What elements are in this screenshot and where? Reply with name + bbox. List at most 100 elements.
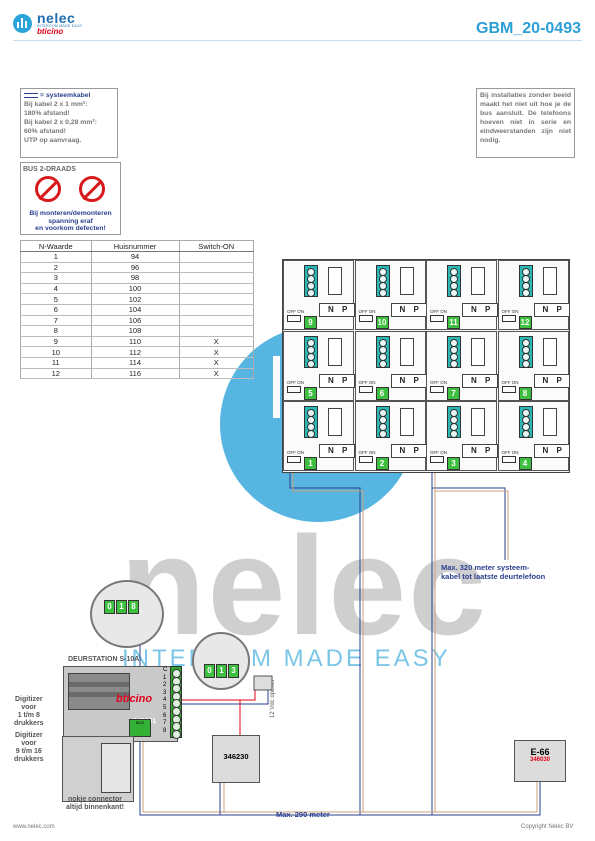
header-divider [13,40,582,41]
n-value-tag: 7 [447,386,460,400]
table-cell: X [178,336,254,348]
table-cell: X [178,368,254,380]
terminal-label: 2 [163,682,167,689]
table-cell [178,304,254,316]
offon-label: OFF ON [501,379,519,385]
table-cell: X [178,357,254,369]
digitizer-module [62,736,134,802]
phone-terminal [304,406,318,438]
offon-label: OFF ON [358,379,376,385]
handset-icon [399,408,414,436]
offon-label: OFF ON [430,379,447,385]
handset-icon [542,267,557,295]
offon-label: OFF ON [287,309,304,314]
watermark-word: nelec [120,507,488,664]
table-cell: 98 [90,272,180,284]
n-value-tag: 12 [518,316,532,329]
handset-icon [542,408,557,436]
n-value-tag: 3 [447,457,460,470]
terminal-label: C [163,667,168,673]
phone-terminal [375,406,390,438]
switch-on [430,315,444,322]
opener-label: 12 Vdc opener [270,679,276,718]
power-supply: E-66 346030 [514,740,566,782]
handset-icon [471,337,485,366]
bus-warning-box: BUS 2-DRAADS Bij monteren/demonteren spa… [20,162,121,235]
installation-note-box: Bij installaties zonder beeld maakt het … [476,88,575,158]
logo-brand: bticino [37,27,64,36]
handset-icon [471,267,485,295]
code-digit: 0 [104,600,115,614]
phone-terminal [447,265,461,297]
table-cell [178,315,254,327]
switch-on [430,456,444,463]
offon-label: OFF ON [430,309,447,314]
max-290-label: Max. 290 meter [276,810,330,819]
switch-on [358,315,373,322]
installation-note: Bij installaties zonder beeld maakt het … [480,92,571,144]
switch-on [287,385,301,393]
code-digit: 0 [204,664,215,678]
table-cell: 112 [90,346,180,358]
power-name: E-66 [530,747,550,757]
max-320-label: Max. 320 meter systeem- kabel tot laatst… [441,563,546,581]
digitizer-board [101,743,131,793]
table-cell: 100 [90,283,180,295]
cable-line: Bij kabel 2 x 0,28 mm²: [24,119,97,126]
table-header-row: N-Waarde Huisnummer Switch-ON [20,240,254,252]
offon-label: OFF ON [358,450,376,455]
terminal-label: 4 [163,697,167,704]
terminal-label: 3 [163,689,167,696]
cable-info-box: = systeemkabel Bij kabel 2 x 1 mm²: 180%… [20,88,118,158]
table-cell: 106 [90,315,180,327]
opener-icon [253,675,273,691]
handset-icon [328,337,342,366]
handset-icon [399,337,414,366]
table-cell: X [178,346,254,358]
n-value-tag: 1 [304,457,317,470]
cable-line: 60% afstand! [24,128,66,135]
n-value-tag: 4 [518,457,532,470]
cable-title: = systeemkabel [24,91,114,100]
nelec-logo-icon [13,14,32,33]
switch-on [501,385,516,393]
phone-terminal [447,335,461,368]
footer-copyright: Copyright Nelec BV [521,824,574,830]
phone-terminal [304,335,318,368]
switch-on [287,456,301,463]
table-cell: 104 [90,304,180,316]
code-digit: 3 [228,664,239,678]
table-cell: 94 [90,251,180,263]
watermark-bar [273,356,280,418]
table-cell [178,293,254,305]
bus-terminal: BUS [129,719,151,737]
phone-terminal [518,335,533,368]
door-station-label: DEURSTATION S-10A [68,656,140,663]
offon-label: OFF ON [287,379,304,385]
offon-label: OFF ON [501,309,519,314]
logo-tagline: INTERCOM MADE EASY [37,24,83,28]
